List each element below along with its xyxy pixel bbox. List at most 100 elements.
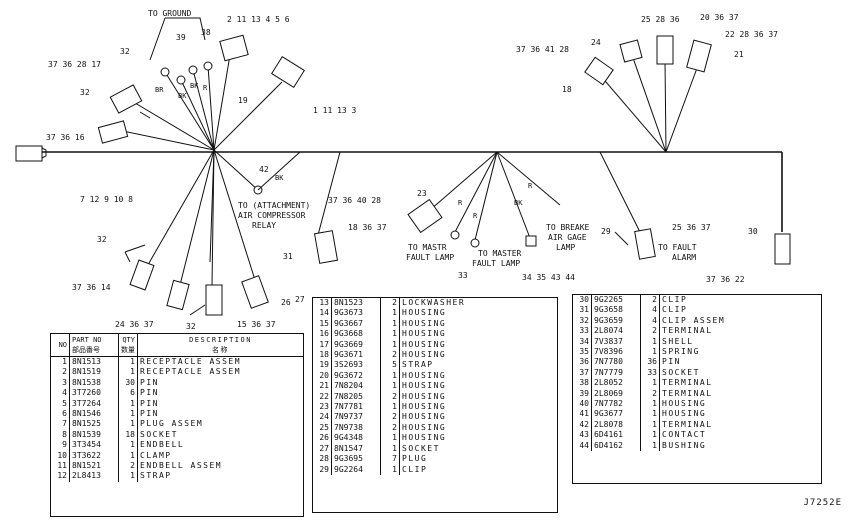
callout-18: 18: [562, 85, 572, 94]
quantity: 4: [640, 305, 660, 316]
part-number: 9G3667: [331, 318, 381, 330]
wire-color-label: R: [203, 84, 208, 92]
part-number: 6D4161: [591, 430, 641, 441]
quantity: 1: [380, 381, 400, 392]
description: HOUSING: [399, 329, 557, 340]
quantity: 1: [118, 471, 138, 482]
description: ENDBELL ASSEM: [137, 461, 303, 472]
row-no: 16: [319, 329, 329, 339]
part-number: 8N1546: [69, 409, 119, 420]
description: HOUSING: [399, 308, 557, 319]
description: HOUSING: [659, 399, 821, 410]
quantity: 1: [380, 464, 400, 475]
description: HOUSING: [399, 433, 557, 444]
description: TERMINAL: [659, 388, 821, 400]
connector-34: [525, 235, 537, 247]
row-no: 19: [319, 360, 329, 370]
quantity: 2: [640, 388, 660, 400]
connector-22: [774, 233, 791, 265]
description: HOUSING: [399, 381, 557, 392]
row-no: 1: [62, 357, 67, 366]
connector-18: [313, 230, 339, 264]
callout-32: 32: [80, 88, 90, 97]
wire-color-label: BR: [155, 86, 164, 94]
row-no: 18: [319, 350, 329, 360]
callout-38: 38: [201, 28, 211, 37]
part-number: 2L8413: [69, 471, 119, 482]
callout-22-28-36-37: 22 28 36 37: [725, 30, 778, 39]
quantity: 2: [380, 422, 400, 434]
description: HOUSING: [399, 391, 557, 403]
callout-37-36-16: 37 36 16: [46, 133, 85, 142]
quantity: 1: [640, 378, 660, 389]
row-no: 11: [57, 461, 67, 471]
quantity: 1: [380, 318, 400, 330]
to-ground-leader: [149, 17, 206, 61]
part-number: 9G3659: [591, 315, 641, 327]
terminal-ring: [188, 65, 198, 75]
connector-20: [656, 35, 674, 65]
callout-21: 21: [734, 50, 744, 59]
callout-27: 27: [295, 295, 305, 304]
description: PIN: [659, 357, 821, 368]
wire-color-label: R: [458, 199, 463, 207]
quantity: 2: [380, 350, 400, 361]
to-ground-label: TO GROUND: [148, 9, 192, 18]
part-number: 7N7779: [591, 367, 641, 379]
part-number: 8N1521: [69, 461, 119, 472]
row-no: 22: [319, 391, 329, 401]
quantity: 1: [640, 336, 660, 348]
part-number: 8N1525: [69, 419, 119, 430]
clip-32: [189, 304, 206, 316]
callout-19: 19: [238, 96, 248, 105]
wire-color-label: BK: [178, 92, 187, 100]
quantity: 2: [380, 412, 400, 423]
description: HOUSING: [399, 350, 557, 361]
wire-color-label: R: [528, 182, 533, 190]
terminal-ring: [470, 238, 480, 248]
description: TERMINAL: [659, 419, 821, 431]
quantity: 1: [380, 433, 400, 444]
header-desc-jp: 名称: [212, 346, 229, 354]
part-number: 7N7781: [331, 402, 381, 413]
quantity: 1: [118, 367, 138, 378]
callout-39: 39: [176, 33, 186, 42]
quantity: 2: [380, 391, 400, 403]
callout-26: 26: [281, 298, 291, 307]
row-no: 10: [57, 450, 67, 460]
row-no: 35: [579, 347, 589, 357]
description: PIN: [137, 398, 303, 410]
part-number: 9G2264: [331, 464, 381, 475]
part-number: 9G3672: [331, 370, 381, 382]
wire-color-label: BK: [514, 199, 523, 207]
part-number: 8N1513: [69, 356, 119, 368]
row-no: 26: [319, 433, 329, 443]
callout-24-36-37: 24 36 37: [115, 320, 154, 329]
quantity: 1: [380, 339, 400, 351]
description: TERMINAL: [659, 326, 821, 337]
part-number: 7N9738: [331, 422, 381, 434]
relay-label: RELAY: [252, 221, 276, 230]
part-number: 9G3668: [331, 329, 381, 340]
description: ENDBELL: [137, 440, 303, 451]
description: PLUG ASSEM: [137, 419, 303, 430]
quantity: 1: [118, 356, 138, 368]
description: PIN: [137, 377, 303, 389]
part-number: 8N1519: [69, 367, 119, 378]
part-number: 8N1538: [69, 377, 119, 389]
quantity: 2: [380, 298, 400, 309]
quantity: 2: [640, 326, 660, 337]
description: CLIP: [659, 295, 821, 306]
